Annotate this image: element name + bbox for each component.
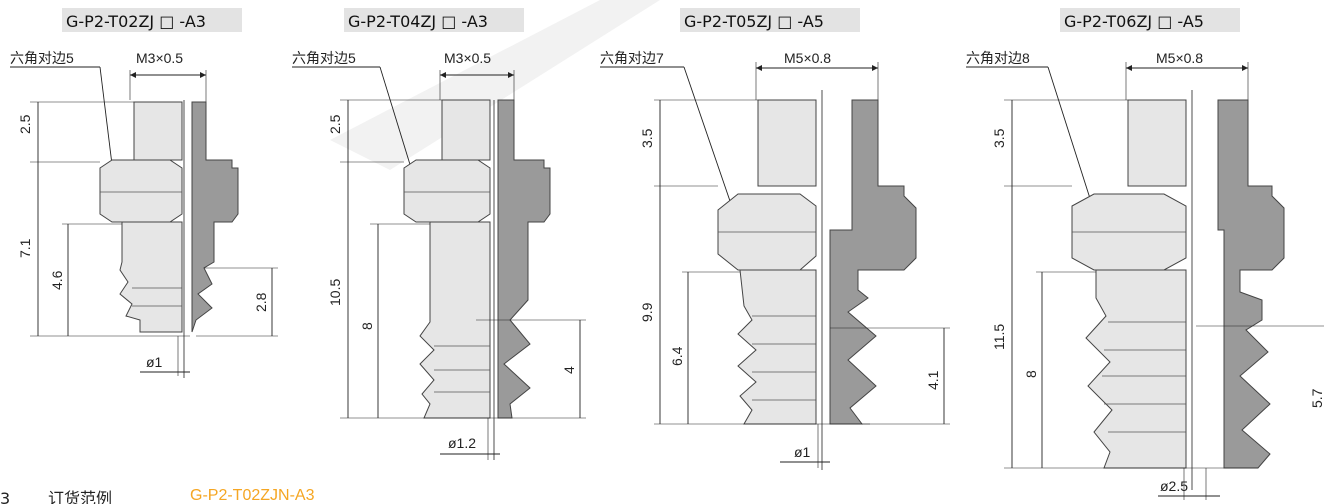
- model-title-4: G-P2-T06ZJ □ -A5: [1060, 8, 1240, 32]
- dim-top-3: 3.5: [639, 128, 655, 148]
- hex-label-1: 六角对边5: [10, 50, 74, 66]
- dim-dia-4: ø2.5: [1160, 478, 1188, 494]
- dim-cup-2: 4: [561, 366, 577, 374]
- dim-total-3: 9.9: [639, 302, 655, 322]
- hex-label-2: 六角对边5: [292, 50, 356, 66]
- model-title-2: G-P2-T04ZJ □ -A3: [344, 8, 524, 32]
- dim-dia-2: ø1.2: [448, 435, 476, 451]
- model-title-2-text: G-P2-T04ZJ □ -A3: [348, 12, 488, 31]
- model-title-3-text: G-P2-T05ZJ □ -A5: [684, 12, 824, 31]
- model-title-3: G-P2-T05ZJ □ -A5: [680, 8, 860, 32]
- dim-total-4: 11.5: [991, 324, 1007, 350]
- thread-label-1: M3×0.5: [136, 50, 183, 66]
- order-example-number: 3: [0, 489, 10, 504]
- dim-mid-1: 4.6: [49, 270, 65, 290]
- order-example-label: 订货范例: [48, 489, 112, 504]
- thread-label-2: M3×0.5: [444, 50, 491, 66]
- dim-top-2: 2.5: [327, 114, 343, 134]
- hex-label-3: 六角对边7: [600, 50, 664, 66]
- dim-cup-4: 5.7: [1309, 388, 1324, 408]
- dim-total-1: 7.1: [17, 238, 33, 258]
- thread-label-4: M5×0.8: [1156, 50, 1203, 66]
- part-drawing-2: 六角对边5 M3×0.5 2.5 10.5 8 4 ø1.2: [292, 50, 586, 460]
- dim-total-2: 10.5: [327, 279, 343, 306]
- order-example-code: G-P2-T02ZJN-A3: [190, 487, 315, 504]
- dim-dia-3: ø1: [794, 444, 811, 460]
- model-title-4-text: G-P2-T06ZJ □ -A5: [1064, 12, 1204, 31]
- hex-label-4: 六角对边8: [966, 50, 1030, 66]
- model-title-1-text: G-P2-T02ZJ □ -A3: [66, 12, 206, 31]
- dim-cup-1: 2.8: [253, 292, 269, 312]
- dim-mid-2: 8: [359, 322, 375, 330]
- part-drawing-3: 六角对边7 M5×0.8 3.5 9.9 6.4 4.1 ø1: [600, 50, 950, 470]
- dim-cup-3: 4.1: [925, 370, 941, 390]
- dim-top-1: 2.5: [17, 114, 33, 134]
- part-drawing-4: 六角对边8 M5×0.8 3.5 11.5 8 5.7 ø2.: [966, 50, 1324, 500]
- dim-top-4: 3.5: [991, 128, 1007, 148]
- watermark: [330, 0, 660, 170]
- model-title-1: G-P2-T02ZJ □ -A3: [62, 8, 242, 32]
- dim-mid-4: 8: [1023, 370, 1039, 378]
- dim-dia-1: ø1: [146, 354, 163, 370]
- order-example: 3 订货范例 G-P2-T02ZJN-A3: [0, 487, 315, 504]
- part-drawing-1: 六角对边5 M3×0.5 2.5 7.1 4.6 2.8: [10, 50, 278, 378]
- thread-label-3: M5×0.8: [784, 50, 831, 66]
- dim-mid-3: 6.4: [669, 346, 685, 366]
